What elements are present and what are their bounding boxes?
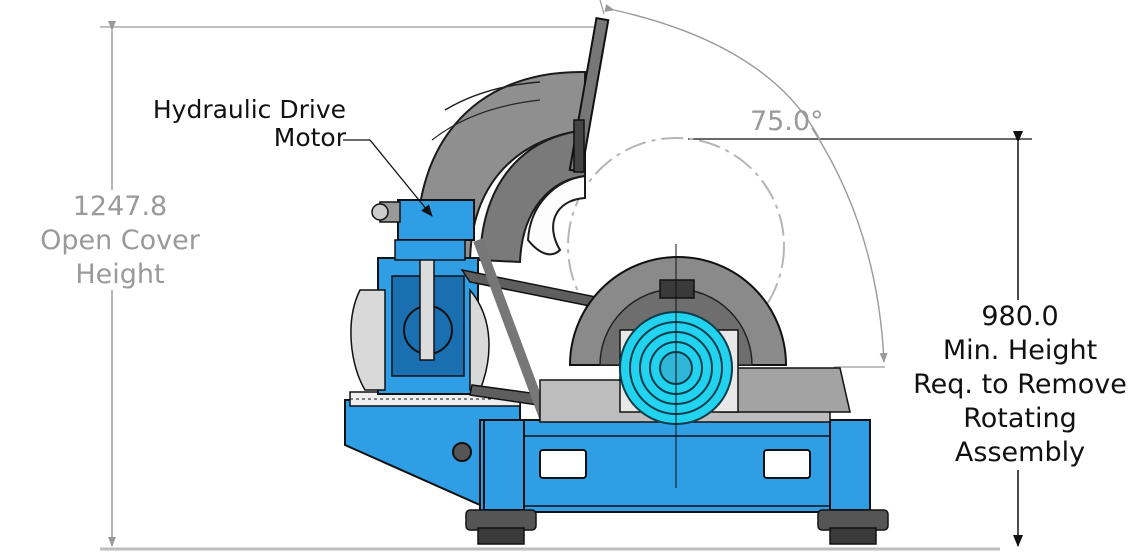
min-height-dimension-label-1: Min. Height [942, 335, 1098, 366]
hydraulic-drive-motor [371, 199, 475, 261]
min-height-dimension [688, 131, 1032, 547]
open-cover-dimension-label-2: Height [75, 259, 165, 290]
drive-motor-callout-line2: Motor [273, 123, 346, 152]
min-height-dimension-label-3: Rotating [963, 403, 1077, 434]
left-pump-frame [344, 249, 521, 506]
open-cover-dimension-value: 1247.8 [72, 191, 168, 222]
base-frame [479, 367, 871, 513]
support-feet [465, 509, 889, 545]
cover-angle-value: 75.0° [750, 106, 824, 137]
open-cover-dimension [100, 21, 598, 547]
min-height-dimension-label-4: Assembly [954, 437, 1086, 468]
open-cover-dimension-label-1: Open Cover [40, 225, 200, 256]
min-height-dimension-value: 980.0 [981, 301, 1059, 332]
min-height-dimension-label-2: Req. to Remove [913, 369, 1127, 400]
drive-motor-callout-line1: Hydraulic Drive [152, 95, 346, 124]
cover-angle-dimension [599, 0, 888, 368]
drive-motor-leader [343, 139, 433, 217]
